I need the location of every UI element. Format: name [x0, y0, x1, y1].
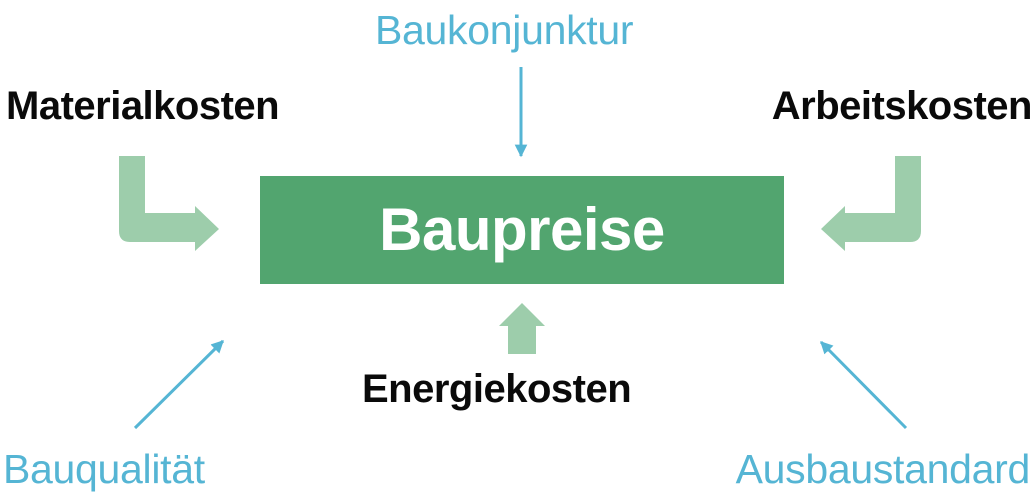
center-box: Baupreise: [260, 176, 784, 284]
arrow-materialkosten: [119, 156, 219, 251]
arrow-ausbaustandard: [819, 340, 908, 430]
factor-energiekosten: Energiekosten: [362, 367, 632, 411]
arrow-energiekosten: [499, 303, 545, 354]
factor-bauqualitaet: Bauqualität: [3, 446, 205, 492]
factor-arbeitskosten: Arbeitskosten: [771, 84, 1033, 128]
arrow-bauqualitaet: [133, 339, 225, 430]
center-label: Baupreise: [379, 196, 665, 263]
factor-baukonjunktur: Baukonjunktur: [375, 7, 634, 53]
factor-materialkosten: Materialkosten: [6, 84, 280, 128]
factor-ausbaustandard: Ausbaustandard: [735, 446, 1031, 492]
arrow-arbeitskosten: [821, 156, 921, 251]
